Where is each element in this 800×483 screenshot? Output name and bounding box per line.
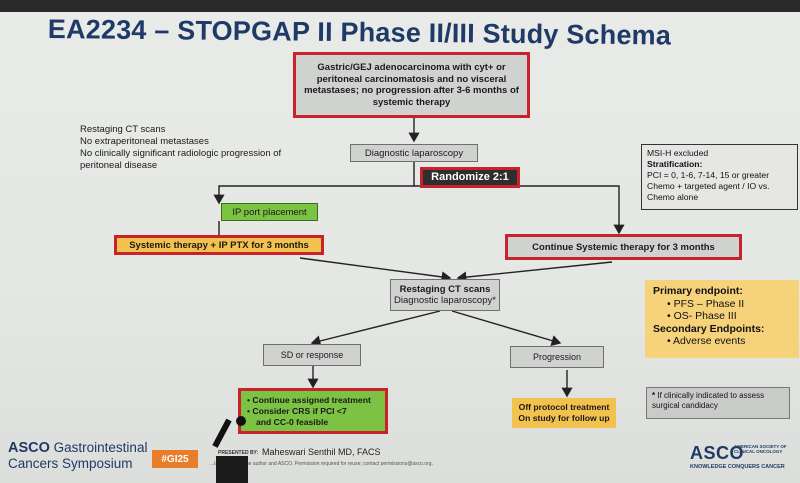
arm-a-label: Systemic therapy + IP PTX for 3 months — [129, 239, 309, 251]
off-protocol-line-2: On study for follow up — [518, 413, 610, 423]
restaging-criteria: Restaging CT scans No extraperitoneal me… — [80, 124, 281, 172]
sd-response-label: SD or response — [280, 349, 344, 360]
stratification-chemo-alone: Chemo alone — [647, 192, 699, 202]
stratification-pci: PCI = 0, 1-6, 7-14, 15 or greater — [647, 170, 770, 180]
restaging-criteria-line-2: No clinically significant radiologic pro… — [80, 148, 282, 159]
ip-port-box: IP port placement — [221, 203, 318, 221]
arrow-restage-to-progression — [451, 310, 562, 346]
secondary-endpoint-heading: Secondary Endpoints: — [653, 322, 765, 335]
restaging-criteria-heading: Restaging CT scans — [80, 124, 166, 135]
arrow-rand-to-left — [213, 185, 414, 205]
footnote-text: If clinically indicated to assess surgic… — [652, 391, 765, 410]
arrow-arm-b-to-restage — [456, 261, 613, 283]
continue-treatment-line-1: • Continue assigned treatment — [247, 395, 371, 405]
off-protocol-box: Off protocol treatment On study for foll… — [512, 398, 616, 428]
endpoints-box: Primary endpoint: PFS – Phase II OS- Pha… — [645, 280, 799, 358]
arrow-rand-to-right — [414, 185, 625, 235]
diagnostic-laparoscopy-box: Diagnostic laparoscopy — [350, 144, 478, 162]
arm-a-box: Systemic therapy + IP PTX for 3 months — [114, 235, 324, 255]
restaging-ct-label: Restaging CT scans — [399, 283, 491, 295]
footer-symposium-logo: ASCO Gastrointestinal Cancers Symposium — [8, 440, 147, 471]
restaging-criteria-line-3: peritoneal disease — [80, 160, 158, 171]
primary-endpoint-list: PFS – Phase II OS- Phase III — [653, 298, 791, 323]
microphone-icon — [236, 416, 246, 426]
continue-treatment-line-2: • Consider CRS if PCI <7 — [247, 406, 347, 416]
primary-endpoint-heading: Primary endpoint: — [653, 285, 743, 297]
ip-port-label: IP port placement — [232, 206, 307, 218]
top-band — [0, 0, 800, 12]
primary-endpoint-item: OS- Phase III — [667, 310, 791, 323]
progression-box: Progression — [510, 346, 604, 368]
randomize-label: Randomize 2:1 — [431, 171, 509, 183]
stratification-chemo-targeted: Chemo + targeted agent / IO vs. — [647, 181, 770, 191]
eligibility-box: Gastric/GEJ adenocarcinoma with cyt+ or … — [293, 52, 530, 118]
presented-by-label: PRESENTED BY: — [218, 450, 259, 456]
progression-label: Progression — [532, 351, 582, 362]
stratification-box: MSI-H excluded Stratification: PCI = 0, … — [641, 144, 798, 210]
arm-b-label: Continue Systemic therapy for 3 months — [532, 241, 715, 253]
sd-response-box: SD or response — [263, 344, 361, 366]
symposium-line-1: ASCO Gastrointestinal — [8, 440, 148, 456]
asco-society-name: AMERICAN SOCIETY OF CLINICAL ONCOLOGY — [734, 444, 787, 454]
asco-logo: ASCO AMERICAN SOCIETY OF CLINICAL ONCOLO… — [690, 443, 787, 470]
primary-endpoint-item: PFS – Phase II — [667, 298, 791, 311]
footnote-symbol: * — [652, 391, 656, 400]
off-protocol-line-1: Off protocol treatment — [518, 402, 610, 412]
footnote-box: * If clinically indicated to assess surg… — [646, 387, 790, 419]
msi-h-excluded: MSI-H excluded — [647, 148, 709, 158]
continue-treatment-line-3: and CC-0 feasible — [256, 417, 329, 427]
randomize-box: Randomize 2:1 — [420, 167, 520, 188]
restaging-box: Restaging CT scans Diagnostic laparoscop… — [390, 279, 500, 311]
asco-logo-text: ASCO — [690, 443, 745, 463]
stratification-heading: Stratification: — [647, 159, 703, 169]
restaging-lap-label: Diagnostic laparoscopy* — [394, 295, 496, 306]
arrow-restage-to-sd — [310, 310, 441, 347]
continue-treatment-box: • Continue assigned treatment • Consider… — [238, 388, 388, 434]
hashtag-badge: #GI25 — [152, 450, 198, 468]
diagnostic-laparoscopy-label: Diagnostic laparoscopy — [364, 147, 464, 159]
secondary-endpoint-list: Adverse events — [653, 335, 791, 348]
asco-tagline: KNOWLEDGE CONQUERS CANCER — [690, 464, 785, 470]
podium-silhouette — [216, 456, 248, 483]
copyright-disclaimer: ...is property of the author and ASCO. P… — [210, 461, 433, 467]
restaging-criteria-line-1: No extraperitoneal metastases — [80, 136, 209, 147]
secondary-endpoint-item: Adverse events — [667, 335, 791, 348]
eligibility-text: Gastric/GEJ adenocarcinoma with cyt+ or … — [304, 62, 519, 108]
symposium-line-2: Cancers Symposium — [8, 456, 133, 471]
arrow-arm-a-to-restage — [299, 257, 452, 283]
presenter-name: Maheswari Senthil MD, FACS — [262, 447, 381, 457]
arm-b-box: Continue Systemic therapy for 3 months — [505, 234, 742, 260]
